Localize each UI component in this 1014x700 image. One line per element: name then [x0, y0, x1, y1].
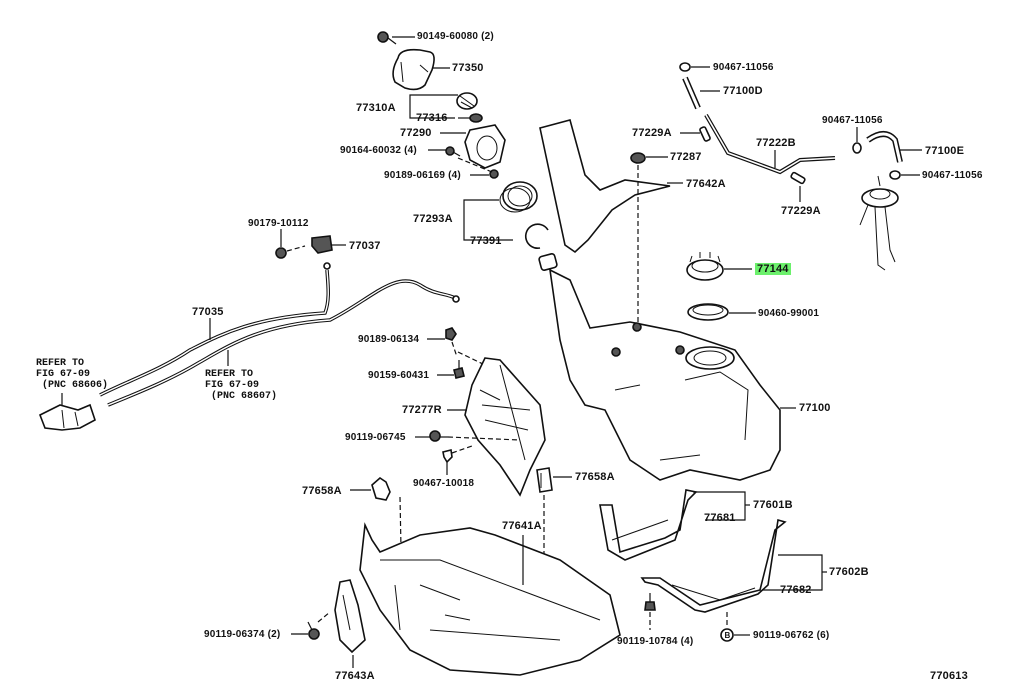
fuel-door-77350[interactable] — [392, 48, 435, 91]
hose-clamp-90467-11056-a[interactable] — [679, 62, 691, 72]
part-label-90149-60080[interactable]: 90149-60080 (2) — [417, 31, 494, 42]
strap-77601B[interactable] — [599, 489, 698, 561]
part-label-77100D[interactable]: 77100D — [723, 85, 763, 97]
part-label-77310A[interactable]: 77310A — [356, 102, 396, 114]
part-label-90189-06134[interactable]: 90189-06134 — [358, 334, 420, 345]
part-label-90119-06762[interactable]: 90119-06762 (6) — [753, 630, 830, 641]
fuel-tank-77100[interactable] — [548, 268, 781, 481]
leader-line — [451, 341, 458, 358]
part-label-90119-06374[interactable]: 90119-06374 (2) — [204, 629, 281, 640]
bolt-badge-letter: B — [724, 631, 731, 640]
gasket-90460-99001[interactable] — [687, 303, 729, 321]
fuel-cap-77310A[interactable] — [456, 92, 478, 110]
filler-pipe-shroud — [539, 119, 671, 254]
part-label-77290[interactable]: 77290 — [400, 127, 432, 139]
refer-note-left: REFER TO FIG 67-09 (PNC 68606) — [36, 358, 109, 391]
part-label-77350[interactable]: 77350 — [452, 62, 484, 74]
part-label-77642A[interactable]: 77642A — [686, 178, 726, 190]
figure-code: 770613 — [930, 670, 968, 682]
bolt-90119-10784[interactable] — [644, 593, 656, 611]
opener-cable-77035[interactable] — [99, 262, 460, 407]
strap-77602B[interactable] — [640, 518, 787, 613]
part-label-77391[interactable]: 77391 — [470, 235, 502, 247]
leader-line — [317, 611, 331, 623]
clip-90467-10018[interactable] — [442, 449, 453, 464]
opener-lever — [38, 403, 96, 431]
fuel-sender-unit — [859, 175, 899, 271]
part-label-77287[interactable]: 77287 — [670, 151, 702, 163]
part-label-77222B[interactable]: 77222B — [756, 137, 796, 149]
clip-77229A-b[interactable] — [790, 171, 806, 185]
hose-77100E[interactable] — [866, 131, 903, 163]
protector-77643A[interactable] — [334, 579, 366, 654]
grommet-77293A[interactable] — [499, 181, 538, 213]
neck-clamp — [538, 253, 558, 271]
nut-90179-10112[interactable] — [275, 247, 287, 259]
part-label-77316[interactable]: 77316 — [416, 112, 448, 124]
screw-90164-60032[interactable] — [445, 146, 461, 157]
bolt-badge-b[interactable] — [720, 628, 734, 642]
nut-90189-06134[interactable] — [445, 327, 457, 341]
filler-box-77290[interactable] — [464, 124, 506, 169]
clip-77229A-a[interactable] — [699, 126, 711, 142]
part-label-90179-10112[interactable]: 90179-10112 — [248, 218, 309, 229]
hose-clamp-90467-11056-b[interactable] — [852, 142, 862, 154]
part-label-77229A-a[interactable]: 77229A — [632, 127, 672, 139]
part-label-77681[interactable]: 77681 — [704, 512, 736, 524]
leader-line — [457, 157, 493, 173]
part-label-77293A[interactable]: 77293A — [413, 213, 453, 225]
leader-line — [457, 351, 486, 366]
part-label-90460-99001[interactable]: 90460-99001 — [758, 308, 820, 319]
part-label-90467-10018[interactable]: 90467-10018 — [413, 478, 475, 489]
protector-77641A[interactable] — [359, 522, 621, 676]
retainer-ring-77144[interactable] — [686, 252, 724, 281]
part-label-90119-06745[interactable]: 90119-06745 — [345, 432, 406, 443]
cushion-77658A-left[interactable] — [371, 476, 391, 501]
bolt-90159-60431[interactable] — [453, 360, 465, 379]
part-label-77643A[interactable]: 77643A — [335, 670, 375, 682]
part-label-77035[interactable]: 77035 — [192, 306, 224, 318]
bolt-90119-06745[interactable] — [429, 430, 448, 442]
cushion-77287[interactable] — [630, 152, 646, 164]
part-label-77037[interactable]: 77037 — [349, 240, 381, 252]
part-label-90189-06169[interactable]: 90189-06169 (4) — [384, 170, 461, 181]
hose-77100D[interactable] — [682, 76, 701, 110]
cushion-77658A-right[interactable] — [536, 467, 553, 493]
part-label-77658A-left[interactable]: 77658A — [302, 485, 342, 497]
part-label-77100E[interactable]: 77100E — [925, 145, 965, 157]
part-label-90159-60431[interactable]: 90159-60431 — [368, 370, 430, 381]
bolt-90119-06374[interactable] — [307, 621, 320, 640]
part-label-90119-10784[interactable]: 90119-10784 (4) — [617, 636, 694, 647]
part-label-77602B[interactable]: 77602B — [829, 566, 869, 578]
part-label-77658A-right[interactable]: 77658A — [575, 471, 615, 483]
part-label-90467-11056-a[interactable]: 90467-11056 — [713, 62, 774, 73]
part-label-90164-60032[interactable]: 90164-60032 (4) — [340, 145, 417, 156]
bracket-77293A — [463, 199, 513, 241]
part-label-77641A[interactable]: 77641A — [502, 520, 542, 532]
opener-lock-77037[interactable] — [311, 235, 333, 254]
gasket-77316[interactable] — [469, 113, 483, 123]
part-label-77277R[interactable]: 77277R — [402, 404, 442, 416]
part-label-77144-highlighted[interactable]: 77144 — [755, 263, 791, 275]
bracket-77601B — [693, 491, 746, 521]
part-label-90467-11056-c[interactable]: 90467-11056 — [922, 170, 983, 181]
part-label-77601B[interactable]: 77601B — [753, 499, 793, 511]
bolt-90149-60080[interactable] — [377, 31, 397, 45]
part-label-90467-11056-b[interactable]: 90467-11056 — [822, 115, 883, 126]
hose-clamp-90467-11056-c[interactable] — [889, 170, 901, 180]
protector-77277R[interactable] — [464, 357, 546, 497]
tube-77222B[interactable] — [704, 113, 836, 175]
ring-77391[interactable] — [524, 223, 549, 250]
leader-line — [286, 245, 306, 252]
part-label-77100[interactable]: 77100 — [799, 402, 831, 414]
refer-note-right: REFER TO FIG 67-09 (PNC 68607) — [205, 369, 278, 402]
bracket-77310A — [409, 94, 458, 119]
leader-line — [447, 436, 521, 441]
leader-line — [451, 445, 473, 454]
part-label-77229A-b[interactable]: 77229A — [781, 205, 821, 217]
part-label-77682[interactable]: 77682 — [780, 584, 812, 596]
